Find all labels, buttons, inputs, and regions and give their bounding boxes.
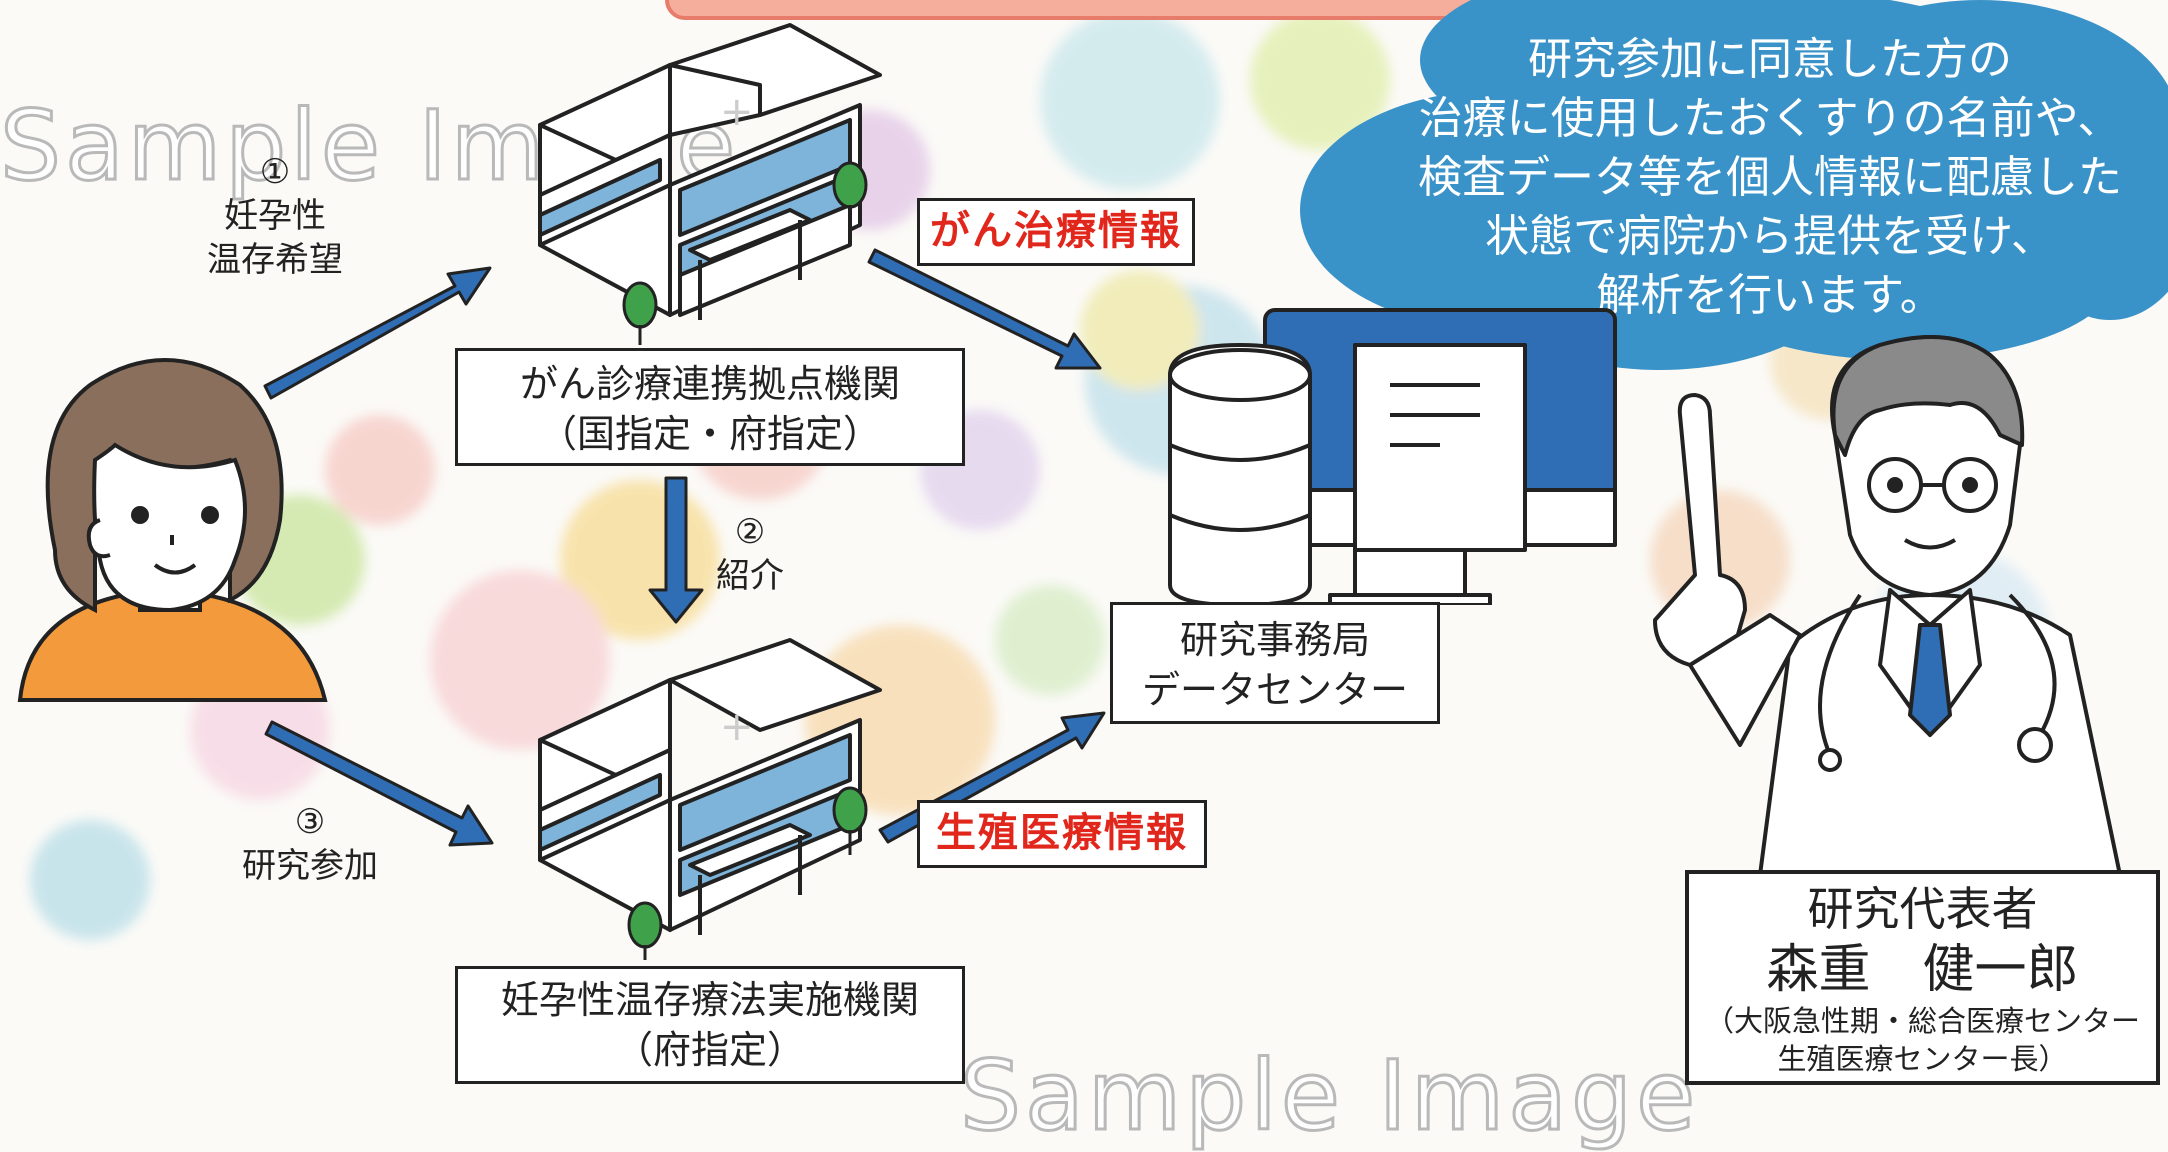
step3-label: ③ 研究参加 <box>235 800 385 888</box>
step1-label: ① 妊孕性 温存希望 <box>205 150 345 282</box>
step1-line1: 妊孕性 <box>224 196 326 236</box>
hospital-bottom-illustration: + <box>538 638 882 960</box>
data-center-label: 研究事務局 データセンター <box>1110 602 1440 724</box>
cloud-line: 解析を行います。 <box>1596 270 1944 321</box>
referral-label: ② 紹介 <box>705 510 795 598</box>
data-center-illustration <box>1168 308 1617 605</box>
cloud-line: 状態で病院から提供を受け、 <box>1485 211 2055 262</box>
cloud-line: 検査データ等を個人情報に配慮した <box>1418 152 2122 203</box>
referral-number: ② <box>734 512 766 552</box>
cloud-text: 研究参加に同意した方の 治療に使用したおくすりの名前や、 検査データ等を個人情報… <box>1390 30 2150 325</box>
step1-number: ① <box>259 152 291 192</box>
data-center-line2: データセンター <box>1141 668 1408 712</box>
svg-text:+: + <box>720 704 754 750</box>
hospital-top-line2: （国指定・府指定） <box>538 412 881 456</box>
doctor-illustration <box>1653 335 2122 875</box>
representative-affiliation-line1: （大阪急性期・総合医療センター <box>1704 1004 2140 1038</box>
hospital-top-illustration: + <box>538 23 882 345</box>
arrow-to-top-hospital <box>263 266 492 400</box>
step3-line1: 研究参加 <box>242 846 378 886</box>
hospital-bottom-line1: 妊孕性温存療法実施機関 <box>500 978 919 1022</box>
hospital-top-line1: がん診療連携拠点機関 <box>519 362 900 406</box>
referral-text: 紹介 <box>716 556 784 596</box>
representative-affiliation-line2: 生殖医療センター長） <box>1777 1042 2068 1076</box>
representative-card: 研究代表者 森重 健一郎 （大阪急性期・総合医療センター 生殖医療センター長） <box>1685 870 2160 1085</box>
representative-title: 研究代表者 <box>1807 882 2038 936</box>
step1-line2: 温存希望 <box>207 240 343 280</box>
representative-name: 森重 健一郎 <box>1766 940 2079 1000</box>
hospital-bottom-line2: （府指定） <box>614 1028 805 1072</box>
arrow-referral <box>648 476 704 624</box>
cloud-line: 治療に使用したおくすりの名前や、 <box>1418 93 2122 144</box>
hospital-bottom-label: 妊孕性温存療法実施機関 （府指定） <box>455 966 965 1084</box>
arrow-cancer-info <box>867 248 1102 370</box>
cloud-line: 研究参加に同意した方の <box>1528 34 2012 85</box>
arrow-to-bottom-hospital <box>264 720 494 847</box>
patient-illustration <box>17 358 328 702</box>
cancer-info-tag: がん治療情報 <box>917 198 1195 266</box>
data-center-line1: 研究事務局 <box>1179 618 1370 662</box>
svg-text:+: + <box>720 89 754 135</box>
hospital-top-label: がん診療連携拠点機関 （国指定・府指定） <box>455 348 965 466</box>
step3-number: ③ <box>294 802 326 842</box>
reproductive-info-tag: 生殖医療情報 <box>917 800 1207 868</box>
